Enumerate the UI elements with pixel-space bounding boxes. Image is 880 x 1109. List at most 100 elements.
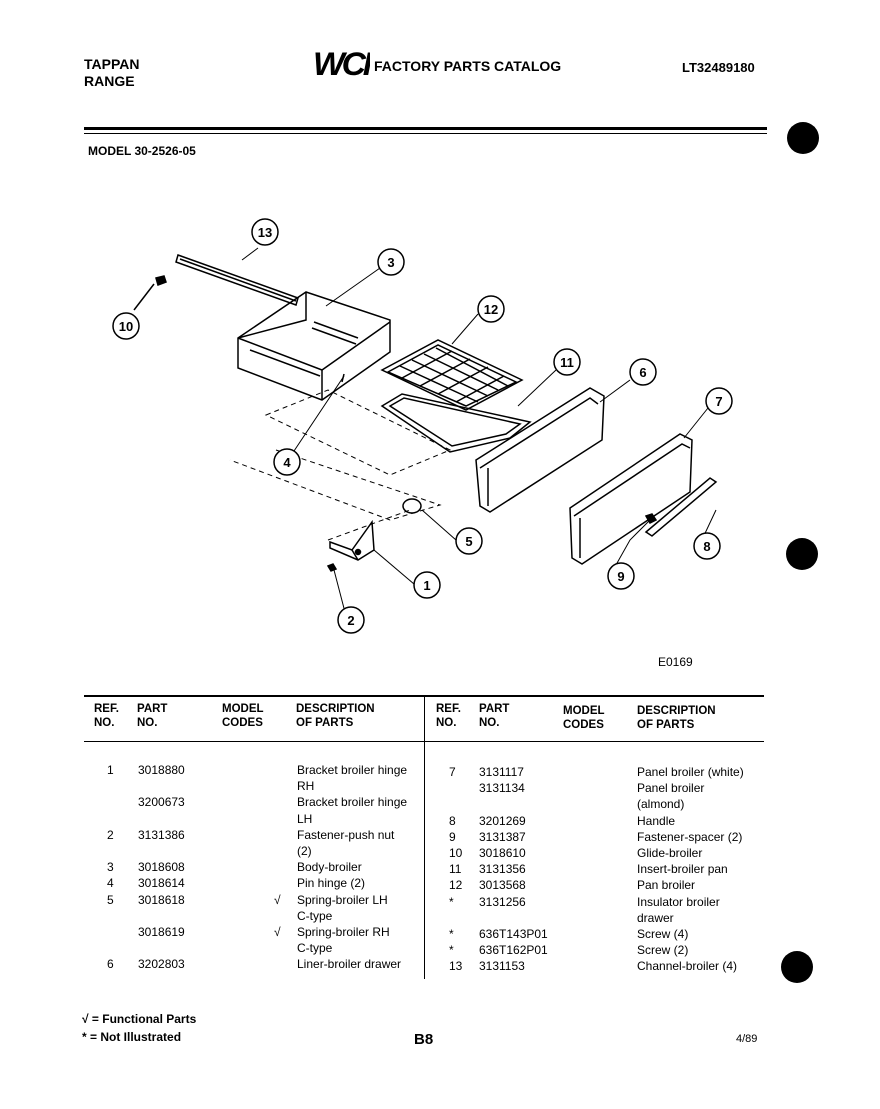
binder-hole-icon	[781, 951, 813, 983]
part-channel-broiler	[175, 254, 299, 306]
svg-text:10: 10	[119, 319, 133, 334]
callout-11: 11	[553, 348, 581, 376]
description-cell: Pin hinge (2)	[297, 876, 366, 891]
part-number-cell: 3201269	[479, 813, 526, 828]
table-row: LH	[0, 811, 440, 827]
part-number-cell: 3131356	[479, 862, 526, 877]
part-body-broiler	[237, 291, 391, 401]
part-number-cell: 3131386	[138, 827, 185, 842]
part-spring-broiler	[402, 498, 422, 514]
svg-text:13: 13	[258, 225, 272, 240]
table-row: 3018619√Spring-broiler RH	[0, 924, 440, 940]
catalog-title: FACTORY PARTS CATALOG	[374, 58, 562, 74]
header-rule-thin	[84, 133, 767, 134]
callout-1: 1	[413, 571, 441, 599]
brand-line-1: TAPPAN	[84, 56, 140, 72]
description-cell: Insert-broiler pan	[637, 862, 728, 877]
ref-cell: 10	[449, 846, 463, 860]
callout-6: 6	[629, 358, 657, 386]
callouts: 13 10 3 12 11 6 7 4 5 8 9 1 2	[112, 218, 733, 634]
description-cell: LH	[297, 811, 313, 826]
table-column-divider	[424, 697, 425, 979]
part-number-cell: 3131153	[479, 959, 525, 974]
part-number-cell: 3018618	[138, 892, 185, 907]
callout-2: 2	[337, 606, 365, 634]
part-insulator-outline	[229, 389, 452, 541]
svg-text:2: 2	[347, 613, 354, 628]
description-cell: Spring-broiler LH	[297, 892, 388, 907]
part-number-cell: 3131117	[479, 765, 524, 779]
description-cell: (almond)	[637, 797, 685, 812]
header-ref-right: REF.NO.	[436, 703, 461, 729]
description-cell: Liner-broiler drawer	[297, 957, 402, 972]
table-top-rule	[84, 695, 764, 697]
callout-12: 12	[477, 295, 505, 323]
description-cell: Fastener-push nut	[297, 827, 395, 842]
description-cell: C-type	[297, 941, 333, 956]
ref-cell: *	[449, 943, 454, 958]
part-liner-broiler-drawer	[475, 387, 605, 513]
description-cell: Body-broiler	[297, 860, 362, 875]
description-cell: Screw (2)	[637, 943, 689, 958]
svg-text:12: 12	[484, 302, 498, 317]
part-number-cell: 3018880	[138, 763, 185, 777]
svg-text:1: 1	[423, 578, 430, 593]
part-pan-broiler	[380, 339, 524, 411]
svg-text:7: 7	[715, 394, 722, 409]
description-cell: Spring-broiler RH	[297, 925, 390, 939]
description-cell: Panel broiler	[637, 781, 705, 796]
ref-cell: 8	[449, 813, 456, 828]
ref-cell: 3	[107, 860, 114, 875]
ref-cell: 1	[107, 763, 114, 777]
table-row: C-type	[0, 940, 440, 956]
description-cell: Glide-broiler	[637, 846, 703, 860]
callout-10: 10	[112, 312, 140, 340]
ref-cell: 4	[107, 876, 114, 891]
header-rule	[84, 127, 767, 130]
callout-7: 7	[705, 387, 733, 415]
ref-cell: 12	[449, 878, 463, 893]
table-row: RH	[0, 778, 440, 794]
binder-hole-icon	[787, 122, 819, 154]
callout-4: 4	[273, 448, 301, 476]
callout-8: 8	[693, 532, 721, 560]
description-cell: drawer	[637, 910, 674, 925]
part-insert-broiler-pan	[380, 393, 532, 453]
part-number-cell: 3013568	[479, 878, 526, 893]
part-handle	[644, 477, 718, 537]
diagram-code: E0169	[658, 655, 693, 669]
description-cell: Screw (4)	[637, 927, 689, 941]
part-number-cell: 3200673	[138, 795, 185, 810]
description-cell: Panel broiler (white)	[637, 765, 744, 779]
svg-text:11: 11	[560, 355, 574, 370]
part-number-cell: 3131256	[479, 894, 526, 909]
binder-hole-icon	[786, 538, 818, 570]
ref-cell: 6	[107, 957, 114, 972]
ref-cell: *	[449, 927, 454, 941]
table-row: C-type	[0, 908, 440, 924]
callout-13: 13	[251, 218, 279, 246]
description-cell: Fastener-spacer (2)	[637, 829, 743, 844]
legend-not-illustrated: * = Not Illustrated	[82, 1030, 182, 1044]
table-row: (almond)	[0, 796, 800, 812]
